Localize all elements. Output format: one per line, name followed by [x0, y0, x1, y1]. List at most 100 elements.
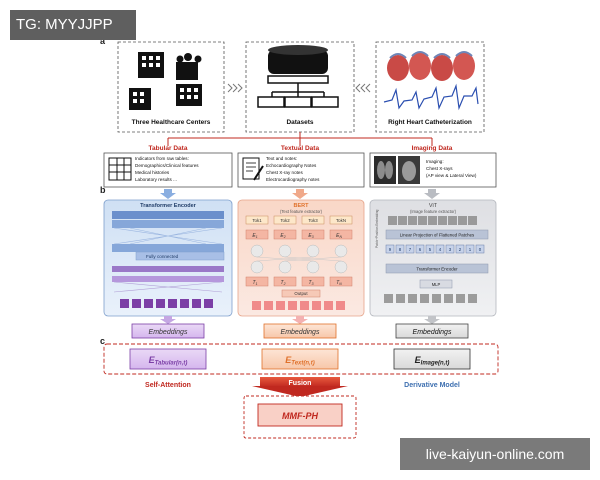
rhc-box: Right Heart Catheterization — [375, 41, 485, 133]
datasets-box: Datasets — [245, 41, 355, 133]
embedding-arrows — [160, 316, 440, 324]
watermark-bottom-right: live-kaiyun-online.com — [400, 438, 590, 470]
embedding-blocks — [120, 299, 213, 308]
e-image: EImage(n,t) — [415, 355, 450, 367]
mmf-ph-block: MMF-PH — [243, 395, 357, 439]
embeddings-row: Embeddings Embeddings Embeddings — [131, 323, 469, 339]
notes-icon — [242, 157, 264, 181]
fusion-label: Fusion — [289, 380, 312, 387]
vit-side-label: Patch+Position Embedding — [375, 209, 379, 248]
bert-output-label: Output — [294, 291, 308, 296]
branch-lines — [167, 132, 433, 146]
patch-number-4: 4 — [439, 247, 442, 252]
panel-label-b: b — [100, 185, 106, 195]
textual-line-4: Electrocardiography notes — [266, 177, 320, 182]
vit-encoder-label: Transformer Encoder — [416, 267, 458, 272]
image-embedding-blocks — [384, 294, 477, 303]
vit-title: ViT — [429, 203, 438, 209]
chevrons-left-icon — [227, 83, 243, 93]
e-tabular: ETabular(n,t) — [149, 355, 188, 367]
bert-hidden-layers — [250, 244, 348, 274]
modality-outputs: ETabular(n,t) EText(n,t) EImage(n,t) — [129, 348, 471, 370]
transformer-encoder: Transformer Encoder Fully connected — [103, 199, 233, 317]
healthcare-centers-box: Three Healthcare Centers — [117, 41, 225, 133]
embeddings-image: Embeddings — [413, 329, 452, 336]
e-2: E2 — [280, 233, 285, 239]
heart-icons — [387, 51, 475, 81]
t-1: T1 — [253, 280, 258, 286]
imaging-line-2: Chest X-rays — [426, 166, 453, 171]
imaging-data-box: Imaging: Chest X-rays (AP view & Lateral… — [369, 152, 497, 188]
tabular-line-4: Laboratory results ... — [135, 177, 177, 182]
e-1: E1 — [252, 233, 257, 239]
fusion-input-frame — [103, 343, 499, 375]
textual-data-box: Text and notes: Echocardiography Notes C… — [237, 152, 365, 188]
fusion-arrow: Fusion — [252, 377, 348, 397]
transformer-title: Transformer Encoder — [140, 203, 196, 209]
vit-projection-label: Linear Projection of Flattened Patches — [400, 233, 475, 238]
imaging-line-1: Imaging: — [426, 159, 444, 164]
mmf-ph-label: MMF-PH — [282, 411, 318, 421]
encoder-input-arrows — [160, 189, 440, 199]
patch-position-embeddings: 9 8 7 6 5 4 3 2 1 0 — [385, 244, 485, 254]
vit-subtitle: (Image feature extractor) — [410, 209, 457, 214]
tabular-line-3: Medical histories — [135, 170, 170, 175]
watermark-top-left: TG: MYYJJPP — [10, 10, 136, 40]
patch-number-6: 6 — [419, 247, 422, 252]
panel-label-a: a — [100, 36, 106, 46]
bert-output-tokens: T1 T2 T3 TN — [245, 276, 353, 287]
token-n: TokN — [336, 218, 346, 223]
patch-number-1: 1 — [469, 247, 472, 252]
rhc-label: Right Heart Catheterization — [388, 119, 472, 126]
hospital-icon — [129, 52, 202, 110]
tabular-data-title: Tabular Data — [149, 145, 188, 152]
centers-label: Three Healthcare Centers — [132, 119, 211, 126]
t-3: T3 — [309, 280, 314, 286]
textual-line-1: Text and notes: — [266, 156, 297, 161]
embeddings-text: Embeddings — [281, 329, 320, 336]
tabular-line-1: Indicators from raw tables: — [135, 156, 189, 161]
e-n: EN — [336, 233, 342, 239]
patch-number-5: 5 — [429, 247, 432, 252]
textual-line-2: Echocardiography Notes — [266, 163, 317, 168]
bert-tokens: Tok1 Tok2 Tok3 TokN — [245, 215, 353, 225]
vit-mlp-label: MLP — [432, 282, 441, 287]
database-icon — [257, 45, 339, 108]
xray-thumbnails — [374, 156, 420, 184]
imaging-line-3: (AP view & Lateral View) — [426, 173, 477, 178]
vit-encoder: ViT (Image feature extractor) Patch+Posi… — [369, 199, 497, 317]
patch-number-9: 9 — [389, 247, 392, 252]
embeddings-tabular: Embeddings — [149, 329, 188, 336]
bert-title: BERT — [294, 203, 310, 209]
t-n: TN — [336, 280, 342, 286]
token-1: Tok1 — [252, 218, 262, 223]
text-embedding-blocks — [252, 301, 345, 310]
derivative-model-label: Derivative Model — [404, 382, 460, 389]
imaging-data-title: Imaging Data — [412, 145, 453, 152]
tabular-data-box: Indicators from raw tables: Demographics… — [103, 152, 233, 188]
textual-data-title: Textual Data — [281, 145, 320, 152]
tabular-line-2: Demographics/Clinical features — [135, 163, 199, 168]
bert-encoder: BERT (Text feature extractor) Tok1 Tok2 … — [237, 199, 365, 317]
bert-subtitle: (Text feature extractor) — [280, 209, 323, 214]
pressure-waveform — [383, 83, 479, 111]
table-icon — [108, 157, 132, 181]
datasets-label: Datasets — [286, 119, 313, 126]
textual-line-3: Chest X-ray notes — [266, 170, 303, 175]
fully-connected-label: Fully connected — [146, 254, 179, 259]
e-text: EText(n,t) — [285, 355, 314, 367]
bert-input-embeddings: E1 E2 E3 EN — [245, 229, 353, 240]
token-3: Tok3 — [308, 218, 318, 223]
image-patches — [388, 216, 477, 225]
patch-number-8: 8 — [399, 247, 402, 252]
e-3: E3 — [308, 233, 313, 239]
patch-number-2: 2 — [459, 247, 462, 252]
panel-label-c: c — [100, 336, 105, 346]
token-2: Tok2 — [280, 218, 290, 223]
self-attention-label: Self-Attention — [145, 382, 191, 389]
t-2: T2 — [281, 280, 286, 286]
patch-number-7: 7 — [409, 247, 412, 252]
patch-number-0: 0 — [479, 247, 482, 252]
